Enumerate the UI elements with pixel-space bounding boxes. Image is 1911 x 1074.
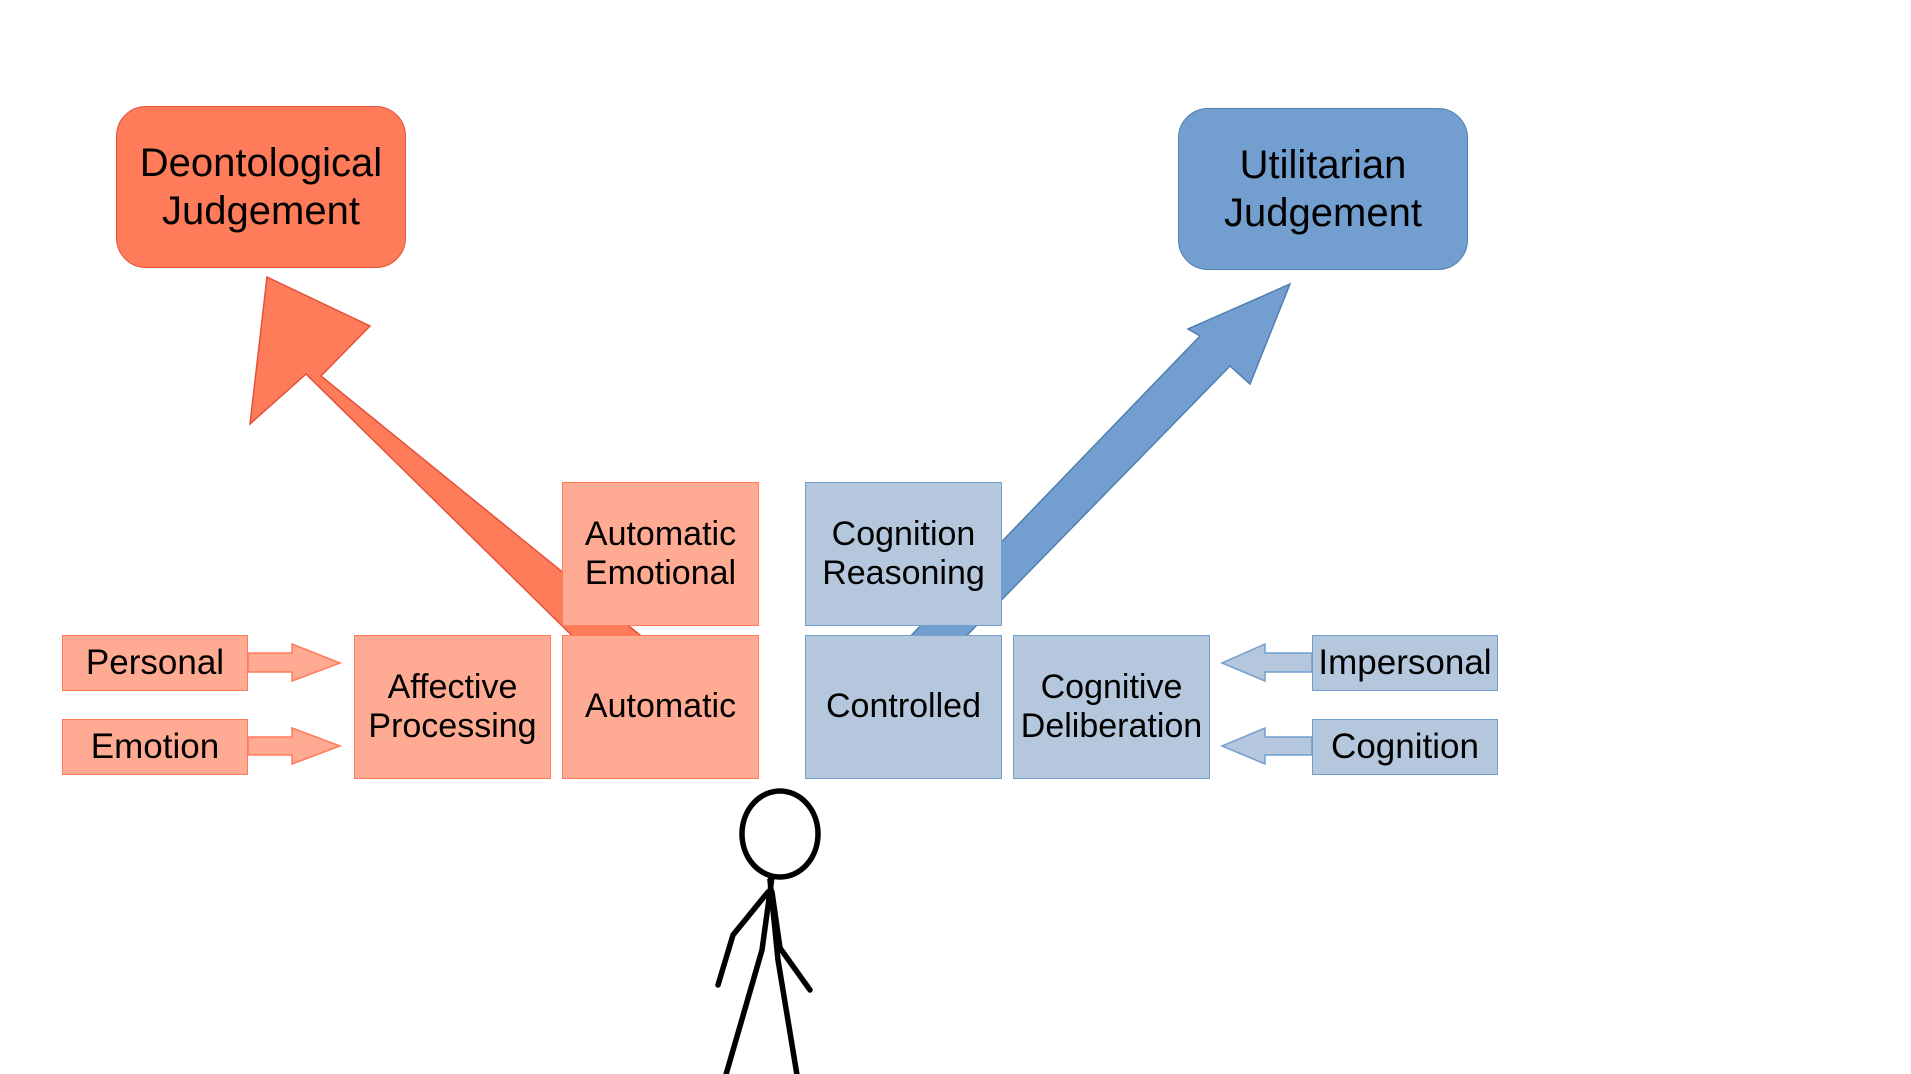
cognitive-deliberation-label: Cognitive Deliberation: [1020, 667, 1203, 745]
automatic-box: Automatic: [562, 635, 759, 779]
controlled-box: Controlled: [805, 635, 1002, 779]
cognition-input-arrow: [1220, 726, 1313, 766]
emotion-label: Emotion: [90, 726, 220, 766]
utilitarian-judgement-box: Utilitarian Judgement: [1178, 108, 1468, 270]
affective-processing-label: Affective Processing: [368, 667, 537, 745]
emotion-box: Emotion: [62, 719, 248, 775]
automatic-label: Automatic: [584, 687, 737, 726]
automatic-emotional-box: Automatic Emotional: [562, 482, 759, 626]
emotion-input-arrow: [247, 726, 343, 766]
automatic-emotional-label: Automatic Emotional: [584, 514, 737, 592]
impersonal-box: Impersonal: [1312, 635, 1498, 691]
stick-figure-icon: [715, 788, 821, 1074]
cognition-reasoning-label: Cognition Reasoning: [822, 514, 985, 592]
deontological-judgement-box: Deontological Judgement: [116, 106, 406, 268]
personal-box: Personal: [62, 635, 248, 691]
deontological-judgement-label: Deontological Judgement: [139, 141, 383, 233]
cognition-box: Cognition: [1312, 719, 1498, 775]
personal-input-arrow: [247, 642, 343, 683]
impersonal-label: Impersonal: [1318, 642, 1492, 682]
personal-label: Personal: [85, 642, 225, 682]
affective-processing-box: Affective Processing: [354, 635, 551, 779]
controlled-label: Controlled: [826, 687, 981, 726]
utilitarian-judgement-label: Utilitarian Judgement: [1224, 143, 1422, 235]
cognitive-deliberation-box: Cognitive Deliberation: [1013, 635, 1210, 779]
cognition-reasoning-box: Cognition Reasoning: [805, 482, 1002, 626]
cognition-label: Cognition: [1331, 726, 1479, 766]
impersonal-input-arrow: [1220, 642, 1313, 683]
